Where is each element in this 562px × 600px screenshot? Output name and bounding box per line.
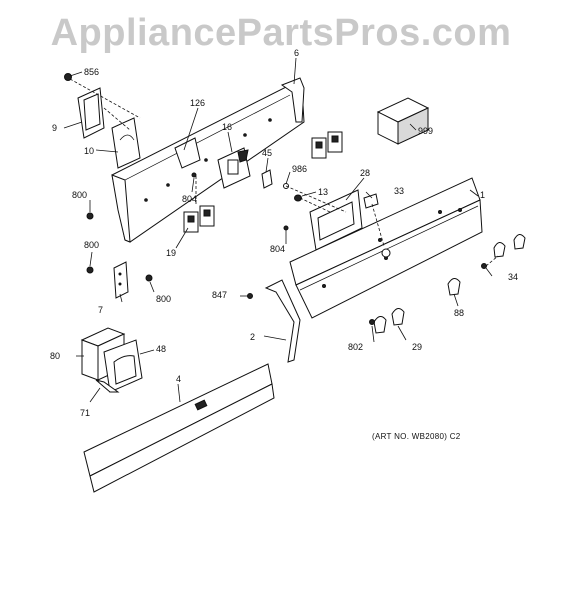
bracket-part-28[interactable] <box>309 189 363 251</box>
callout-856: 856 <box>84 67 99 77</box>
knob-pair-part-34[interactable] <box>481 234 526 269</box>
knob-part-33[interactable] <box>363 193 379 209</box>
callout-847: 847 <box>212 290 227 300</box>
callout-126: 126 <box>190 98 205 108</box>
bracket-part-9[interactable] <box>77 87 105 139</box>
callout-4: 4 <box>176 374 181 384</box>
side-trim-part-2[interactable] <box>264 279 301 363</box>
callout-804-left: 804 <box>182 194 197 204</box>
callout-9: 9 <box>52 123 57 133</box>
screw-part-804-right[interactable] <box>283 225 289 231</box>
callout-29: 29 <box>412 342 422 352</box>
callout-45: 45 <box>262 148 272 158</box>
callout-71: 71 <box>80 408 90 418</box>
callout-800-upper: 800 <box>72 190 87 200</box>
callout-986: 986 <box>292 164 307 174</box>
callout-28: 28 <box>360 168 370 178</box>
back-panel-part-6[interactable] <box>111 77 305 243</box>
bracket-part-10[interactable] <box>111 117 141 169</box>
callout-33: 33 <box>394 186 404 196</box>
switch-pair-part-19[interactable] <box>183 205 215 233</box>
callout-2: 2 <box>250 332 255 342</box>
screw-part-856[interactable] <box>64 73 141 119</box>
switch-block-part-16[interactable] <box>217 147 251 189</box>
callout-800-middle: 800 <box>84 240 99 250</box>
callout-7: 7 <box>98 305 103 315</box>
callout-88: 88 <box>454 308 464 318</box>
callout-34: 34 <box>508 272 518 282</box>
callout-10: 10 <box>84 146 94 156</box>
callout-802: 802 <box>348 342 363 352</box>
callout-48: 48 <box>156 344 166 354</box>
screw-part-804-left[interactable] <box>191 172 197 178</box>
callout-80: 80 <box>50 351 60 361</box>
callout-19: 19 <box>166 248 176 258</box>
callout-800-right: 800 <box>156 294 171 304</box>
base-part-71[interactable] <box>95 379 120 393</box>
knob-pair-part-29[interactable] <box>373 308 405 334</box>
module-part-48[interactable] <box>103 339 143 393</box>
bracket-part-7[interactable] <box>113 261 129 299</box>
clip-part-45[interactable] <box>261 169 273 189</box>
callout-999: 999 <box>418 126 433 136</box>
callout-804-right: 804 <box>270 244 285 254</box>
art-number: (ART NO. WB2080) C2 <box>372 432 461 441</box>
component-part-999[interactable] <box>376 97 430 145</box>
washer-part-13[interactable] <box>294 194 302 202</box>
switch-pair-upper[interactable] <box>311 131 343 159</box>
screw-part-802[interactable] <box>369 319 375 325</box>
callout-13: 13 <box>318 187 328 197</box>
callout-1: 1 <box>480 190 485 200</box>
knob-part-88[interactable] <box>447 278 461 296</box>
screw-part-847[interactable] <box>247 293 253 299</box>
screw-part-800-right[interactable] <box>145 274 153 282</box>
trim-panel-part-4[interactable] <box>83 363 275 493</box>
callout-6: 6 <box>294 48 299 58</box>
callout-16: 16 <box>222 122 232 132</box>
screw-part-800-upper[interactable] <box>86 212 94 220</box>
screw-part-800-middle[interactable] <box>86 266 94 274</box>
control-panel-part-1[interactable] <box>289 177 483 319</box>
watermark: AppliancePartsPros.com <box>50 12 512 54</box>
